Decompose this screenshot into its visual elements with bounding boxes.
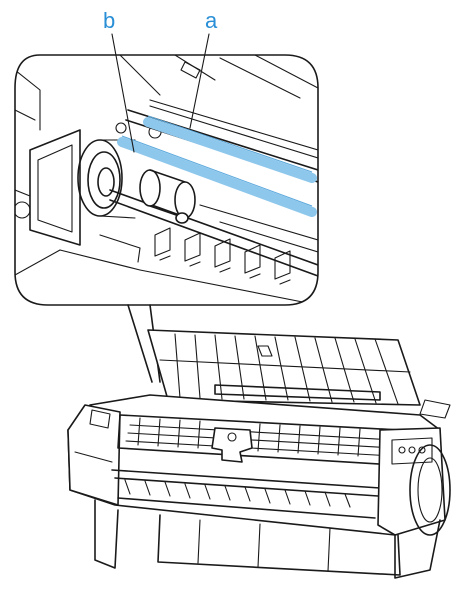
- inset-connector-left: [127, 304, 153, 383]
- printer-overview: [67, 329, 451, 579]
- detail-inset: [14, 33, 319, 306]
- rod-b-highlight: [117, 137, 317, 217]
- roll-holder-end: [409, 444, 451, 536]
- callout-a-leader: [189, 33, 210, 129]
- callout-b-leader: [111, 33, 135, 153]
- rod-a-highlight: [143, 117, 317, 183]
- callout-b-label: b: [103, 8, 115, 33]
- callout-a-label: a: [205, 8, 218, 33]
